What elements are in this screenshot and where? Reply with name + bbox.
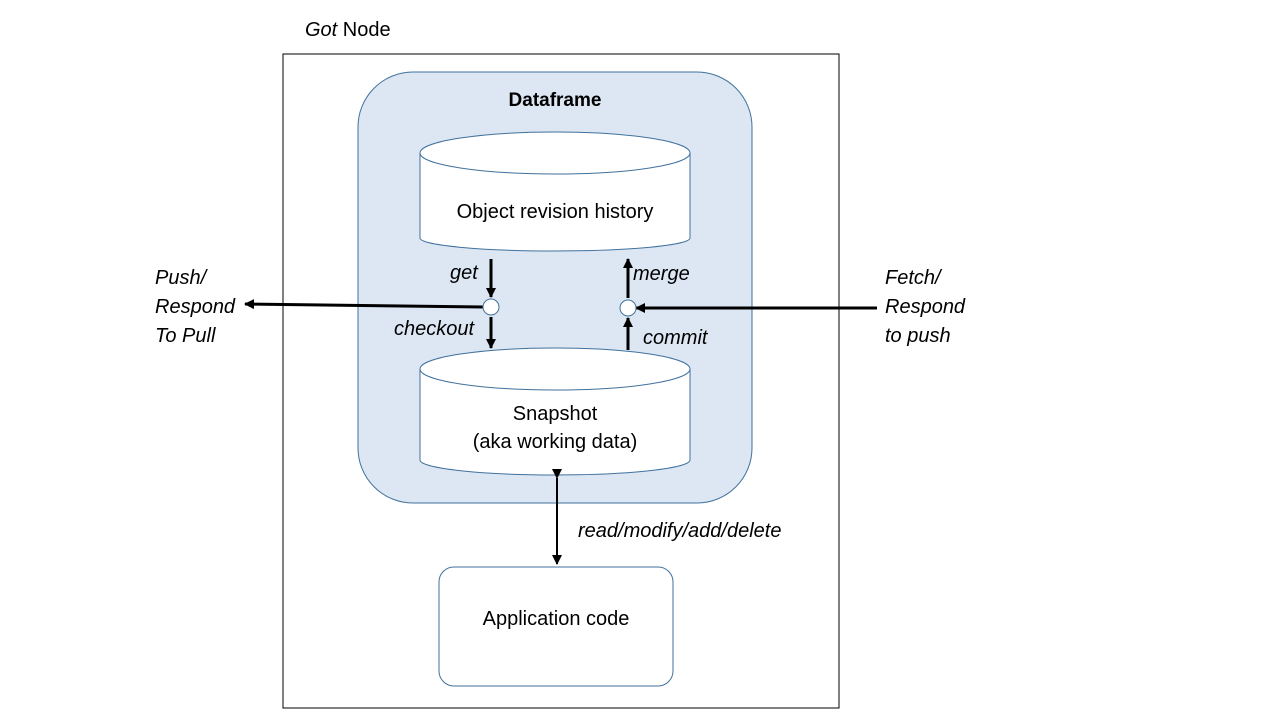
node-title: Got Node xyxy=(305,16,391,44)
fetch-label-line-2: Respond xyxy=(885,296,966,318)
get-label: get xyxy=(450,262,478,284)
history-cylinder xyxy=(419,131,691,252)
node-title-italic: Got xyxy=(305,19,338,41)
fetch-label-line-1: Fetch/ xyxy=(885,267,941,289)
push-label-line-1: Push/ xyxy=(155,267,207,289)
node-title-rest: Node xyxy=(337,19,391,41)
dataframe-label: Dataframe xyxy=(508,90,602,111)
merge-label: merge xyxy=(633,263,690,285)
push-label-line-3: To Pull xyxy=(155,325,216,347)
read-modify-label: read/modify/add/delete xyxy=(578,520,782,542)
snapshot-label: Snapshot xyxy=(512,403,598,425)
snapshot-cylinder xyxy=(419,347,691,476)
left-junction-node xyxy=(482,298,500,316)
application-code-label: Application code xyxy=(482,608,630,630)
commit-label: commit xyxy=(643,327,708,349)
push-arrow xyxy=(244,299,484,310)
fetch-label-line-3: to push xyxy=(885,325,951,347)
checkout-label: checkout xyxy=(394,318,475,340)
right-junction-node xyxy=(619,299,637,317)
history-label: Object revision history xyxy=(456,201,654,223)
snapshot-sublabel: (aka working data) xyxy=(472,431,638,453)
application-code-box xyxy=(438,566,674,687)
push-label-line-2: Respond xyxy=(155,296,236,318)
